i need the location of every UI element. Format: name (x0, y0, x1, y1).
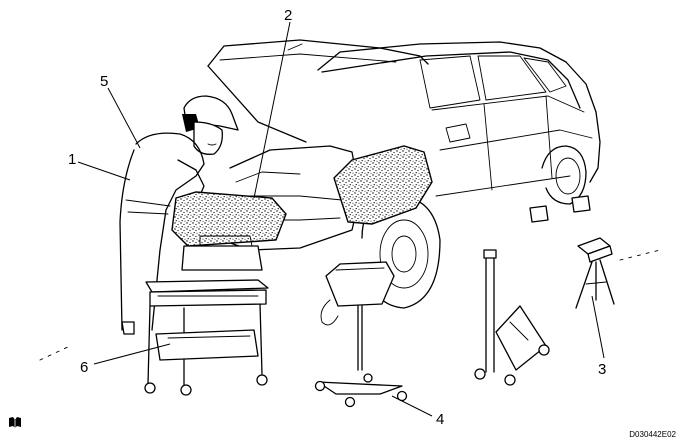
callout-5: 5 (100, 73, 108, 90)
callout-4: 4 (436, 411, 444, 428)
callout-3: 3 (598, 361, 606, 378)
floor-jack (474, 249, 550, 386)
parts-cart (144, 235, 269, 396)
front-grille-cover (171, 191, 287, 247)
fender-cover (333, 145, 433, 225)
work-lamp (314, 261, 408, 408)
callout-6: 6 (80, 359, 88, 376)
jack-stand (575, 237, 615, 309)
callout-1: 1 (68, 151, 76, 168)
vehicle (39, 39, 661, 361)
figure-code: D030442E02 (629, 430, 676, 439)
callout-2: 2 (284, 7, 292, 24)
book-icon (9, 417, 21, 428)
leader-lines (77, 21, 605, 417)
